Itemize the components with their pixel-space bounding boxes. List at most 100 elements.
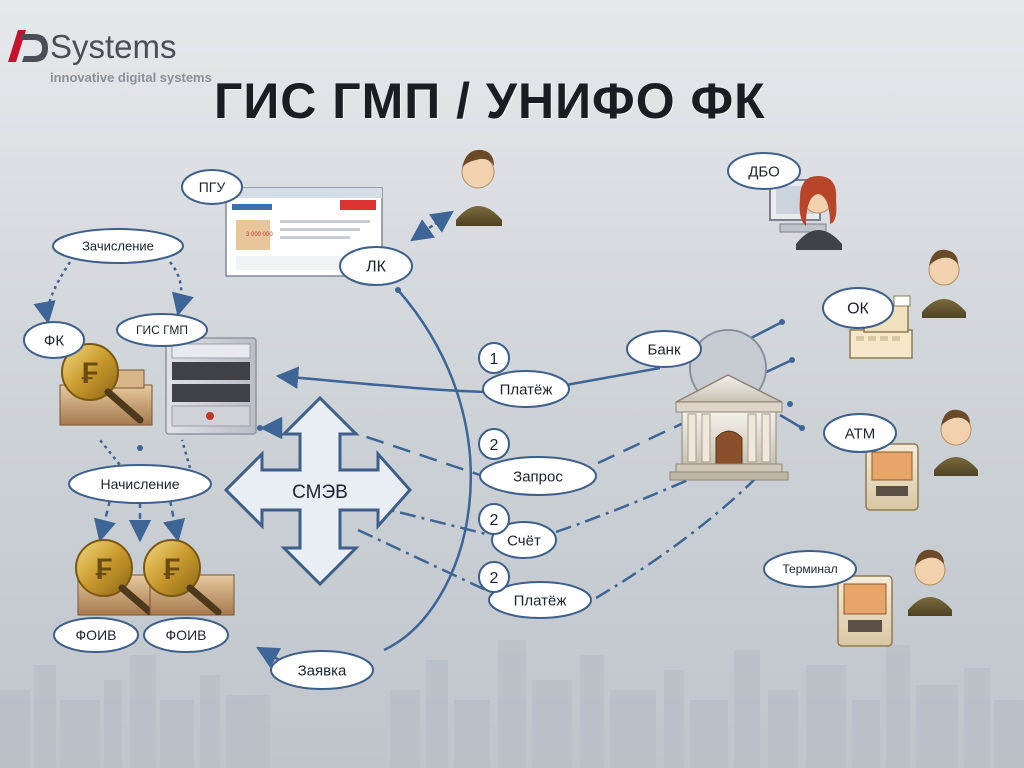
foiv-icon-2: ₣	[143, 539, 235, 616]
cloud-foiv-2-shape	[143, 617, 229, 653]
line-zachislenie-to-fk	[33, 261, 72, 325]
cloud-lk-shape	[339, 246, 413, 286]
cloud-nachislenie: Начисление	[68, 464, 212, 504]
line-lk-to-user	[410, 210, 454, 242]
cloud-zachislenie-shape	[52, 228, 184, 264]
logo-tagline: innovative digital systems	[50, 70, 212, 85]
line-zachislenie-to-gisgmp	[169, 261, 194, 317]
cloud-platezh-1-shape	[482, 370, 570, 408]
step-badges: 1 2 2 2	[478, 342, 510, 593]
user-avatar-atm	[934, 409, 978, 476]
cloud-fk: ФК	[23, 321, 85, 359]
cloud-schet-label: Счёт	[507, 532, 541, 549]
bank-building	[669, 329, 789, 481]
cloud-gis-gmp-label: ГИС ГМП	[136, 323, 188, 337]
cloud-zachislenie: Зачисление	[52, 228, 184, 264]
cloud-foiv-1-shape	[53, 617, 139, 653]
cloud-zayavka-shape	[270, 650, 374, 690]
step-badge-1: 1	[478, 342, 510, 374]
cloud-pgu-shape	[181, 169, 243, 205]
cloud-lk: ЛК	[339, 246, 413, 286]
cloud-platezh-1: Платёж	[482, 370, 570, 408]
cloud-nachislenie-shape	[68, 464, 212, 504]
smev-hub: СМЭВ	[223, 395, 413, 587]
step-badge-2-schet-number: 2	[490, 512, 499, 529]
user-avatar-ok	[922, 249, 966, 318]
cloud-terminal-shape	[763, 550, 857, 588]
cloud-fk-label: ФК	[44, 332, 64, 349]
cloud-zapros-label: Запрос	[513, 468, 563, 485]
payment-terminal	[837, 575, 893, 647]
portal-counter: 3 000 000	[246, 232, 273, 238]
cloud-schet: Счёт	[491, 521, 557, 559]
cloud-gis-gmp: ГИС ГМП	[116, 313, 208, 347]
cloud-foiv-1: ФОИВ	[53, 617, 139, 653]
cloud-pgu-label: ПГУ	[199, 179, 226, 195]
fk-treasury-icon: ₣	[59, 343, 153, 426]
svg-text:₣: ₣	[164, 553, 181, 586]
step-badge-1-number: 1	[490, 351, 499, 368]
cloud-nachislenie-label: Начисление	[101, 476, 180, 492]
cloud-zayavka: Заявка	[270, 650, 374, 690]
logo-mark-icon	[8, 30, 48, 62]
cloud-ok: ОК	[822, 287, 894, 329]
cloud-dbo: ДБО	[727, 152, 801, 190]
svg-text:₣: ₣	[82, 357, 99, 390]
cloud-fk-shape	[23, 321, 85, 359]
svg-text:₣: ₣	[96, 553, 113, 586]
page-title: ГИС ГМП / УНИФО ФК	[214, 73, 766, 129]
logo-brand: Systems	[50, 28, 177, 65]
line-platezh2-to-bank	[595, 469, 765, 600]
cloud-foiv-2-label: ФОИВ	[166, 627, 207, 643]
cloud-atm-shape	[823, 413, 897, 453]
step-badge-2-zapros-number: 2	[490, 437, 499, 454]
line-smev-to-schet	[369, 503, 491, 537]
line-nachislenie-to-foiv1	[93, 499, 116, 543]
cloud-dbo-label: ДБО	[748, 163, 780, 180]
cloud-terminal: Терминал	[763, 550, 857, 588]
cloud-atm: АТМ	[823, 413, 897, 453]
cloud-zachislenie-label: Зачисление	[82, 239, 154, 254]
line-nachislenie-to-foiv3	[162, 499, 186, 543]
cloud-terminal-label: Терминал	[782, 562, 837, 576]
step-badge-2-zapros: 2	[478, 428, 510, 460]
cloud-bank-shape	[626, 330, 702, 368]
cloud-platezh-2-label: Платёж	[514, 592, 567, 609]
smev-label: СМЭВ	[292, 482, 348, 503]
line-schet-to-bank	[555, 450, 751, 534]
connection-dots	[137, 287, 805, 451]
cloud-dbo-shape	[727, 152, 801, 190]
user-avatar-terminal	[908, 549, 952, 616]
city-skyline	[0, 640, 1024, 768]
cloud-zapros-shape	[479, 456, 597, 496]
line-smev-to-platezh2	[357, 528, 491, 594]
line-nachislenie-to-gisgmp	[180, 439, 192, 469]
step-badge-2-schet: 2	[478, 503, 510, 535]
step-badge-2-platezh-number: 2	[490, 570, 499, 587]
user-avatar-dbo	[796, 176, 842, 250]
cloud-gis-gmp-shape	[116, 313, 208, 347]
line-zapros-to-bank	[597, 418, 691, 465]
cloud-zapros: Запрос	[479, 456, 597, 496]
cloud-bank-label: Банк	[647, 341, 680, 358]
atm-machine	[865, 443, 919, 511]
line-bank-to-platezh1	[565, 366, 661, 387]
cloud-atm-label: АТМ	[845, 425, 876, 442]
step-badge-2-platezh: 2	[478, 561, 510, 593]
cloud-ok-shape	[822, 287, 894, 329]
cloud-schet-shape	[491, 521, 557, 559]
cloud-platezh-1-label: Платёж	[500, 381, 553, 398]
cloud-ok-label: ОК	[847, 301, 869, 318]
cloud-bank: Банк	[626, 330, 702, 368]
cloud-platezh-2: Платёж	[488, 581, 592, 619]
user-avatar-lk	[456, 149, 502, 226]
cloud-pgu: ПГУ	[181, 169, 243, 205]
gis-gmp-server	[165, 337, 257, 435]
line-lk-to-zayavka	[383, 289, 472, 652]
line-smev-to-zapros	[339, 426, 481, 477]
line-bank-to-atm	[779, 413, 803, 430]
cloud-platezh-2-shape	[488, 581, 592, 619]
cloud-lk-label: ЛК	[366, 259, 387, 276]
